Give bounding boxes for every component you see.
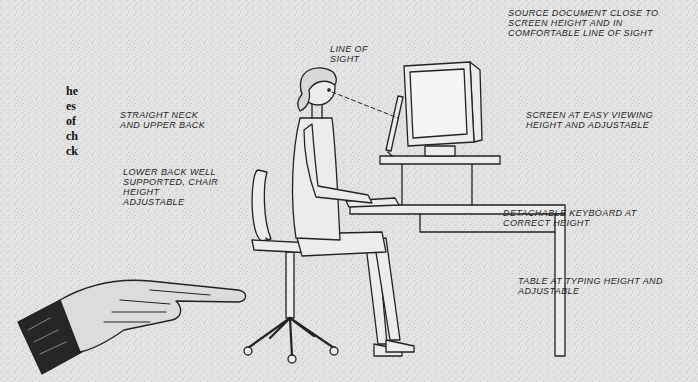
document-holder-foot [388,152,392,156]
document-holder [386,96,403,151]
text-fragment: he [66,84,96,98]
monitor-stand [425,146,455,156]
chair-caster [288,355,296,363]
callout-text: LINE OF SIGHT [330,44,380,64]
monitor-shelf [380,156,500,164]
neck [312,104,322,118]
text-fragment: of [66,114,96,128]
finger-lines [104,290,210,322]
pointing-hand [60,280,246,352]
chair-backrest [252,170,271,241]
text-fragment: ch [66,129,96,143]
chair-column [286,252,294,318]
arm [304,124,372,203]
callout-text: SCREEN AT EASY VIEWING HEIGHT AND ADJUST… [526,110,686,130]
monitor-casing [404,62,474,146]
chair-caster [330,347,338,355]
line-of-sight [332,92,398,118]
near-lower-leg [374,238,400,340]
callout-text: STRAIGHT NECK AND UPPER BACK [120,110,220,130]
near-foot [386,340,414,352]
chair-base [248,318,334,356]
callout-text: LOWER BACK WELL SUPPORTED, CHAIR HEIGHT … [123,167,220,207]
callout-text: TABLE AT TYPING HEIGHT AND ADJUSTABLE [518,276,668,296]
callout-text: SOURCE DOCUMENT CLOSE TO SCREEN HEIGHT A… [508,8,676,38]
hair [298,68,336,111]
eye [328,89,330,91]
sleeve-hatching [28,318,66,354]
chair-caster [244,347,252,355]
text-fragment: ck [66,144,96,158]
callout-text: DETACHABLE KEYBOARD AT CORRECT HEIGHT [503,208,638,228]
text-fragment: es [66,99,96,113]
monitor-screen [410,69,467,138]
shelf-posts [402,164,472,205]
